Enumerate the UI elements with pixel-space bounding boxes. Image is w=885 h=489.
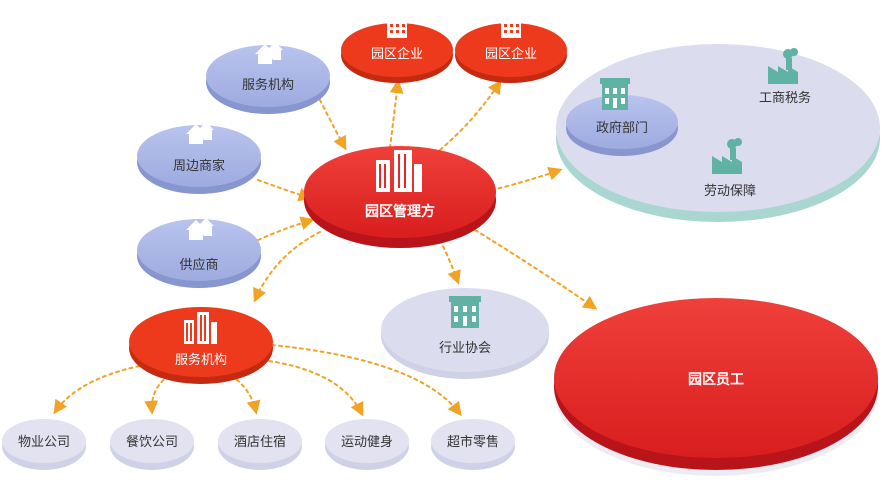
government-node[interactable]: 政府部门: [566, 78, 678, 156]
government-label: 政府部门: [596, 121, 648, 136]
connector-management-to-government: [491, 167, 563, 191]
office-building-icon: [376, 150, 422, 192]
catering-node[interactable]: 餐饮公司: [110, 419, 194, 470]
service-top-label: 服务机构: [242, 77, 294, 93]
labor-label: 劳动保障: [704, 183, 756, 199]
supermarket-label: 超市零售: [447, 434, 499, 450]
sports-node[interactable]: 运动健身: [325, 419, 409, 470]
connector-service-to-supermarket: [271, 344, 462, 417]
employees-label: 园区员工: [688, 372, 744, 388]
connector-management-to-service-main: [253, 231, 321, 303]
supplier-node[interactable]: 供应商: [137, 218, 261, 288]
enterprise-2-label: 园区企业: [485, 46, 537, 62]
nearby-merchants-node[interactable]: 周边商家: [137, 122, 261, 194]
service-top-node[interactable]: 服务机构: [206, 42, 330, 114]
connector-merchants-to-management: [257, 179, 313, 202]
labor-node[interactable]: 劳动保障: [704, 138, 756, 199]
tax-label: 工商税务: [759, 90, 811, 106]
sports-label: 运动健身: [341, 434, 393, 450]
supplier-label: 供应商: [179, 257, 218, 273]
connector-supplier-to-management: [257, 216, 315, 241]
connector-service-top-to-management: [319, 99, 347, 151]
enterprise-1-label: 园区企业: [371, 46, 423, 62]
property-node[interactable]: 物业公司: [2, 419, 86, 470]
factory-icon: [768, 48, 798, 84]
enterprise-node-1[interactable]: 园区企业: [341, 20, 453, 83]
property-label: 物业公司: [18, 435, 70, 450]
building-icon: [600, 78, 630, 110]
service-main-node[interactable]: 服务机构: [129, 307, 273, 384]
building-icon: [387, 20, 407, 38]
connector-management-to-association: [439, 239, 461, 285]
factory-icon: [712, 138, 742, 174]
employees-node[interactable]: 园区员工: [554, 298, 878, 476]
association-node[interactable]: 行业协会: [381, 288, 549, 379]
connector-service-to-catering: [144, 371, 176, 415]
building-icon: [449, 296, 481, 328]
house-icon: [255, 42, 283, 64]
hotel-node[interactable]: 酒店住宿: [218, 419, 302, 470]
enterprise-node-2[interactable]: 园区企业: [455, 20, 567, 83]
building-icon: [501, 20, 521, 38]
connector-service-to-sports: [261, 359, 364, 417]
service-main-label: 服务机构: [175, 352, 227, 368]
house-icon: [186, 218, 214, 240]
office-building-icon: [184, 312, 217, 344]
house-icon: [186, 122, 214, 144]
connector-management-to-enterprise-1: [389, 79, 404, 149]
tax-node[interactable]: 工商税务: [759, 48, 811, 106]
management-label: 园区管理方: [365, 203, 435, 220]
management-node[interactable]: 园区管理方: [304, 146, 496, 248]
supermarket-node[interactable]: 超市零售: [431, 419, 515, 470]
association-label: 行业协会: [439, 341, 491, 356]
hotel-label: 酒店住宿: [234, 434, 286, 450]
catering-label: 餐饮公司: [126, 434, 178, 450]
connector-management-to-enterprise-2: [439, 79, 502, 151]
nearby-merchants-label: 周边商家: [173, 158, 225, 174]
connector-management-to-employees: [474, 229, 598, 310]
